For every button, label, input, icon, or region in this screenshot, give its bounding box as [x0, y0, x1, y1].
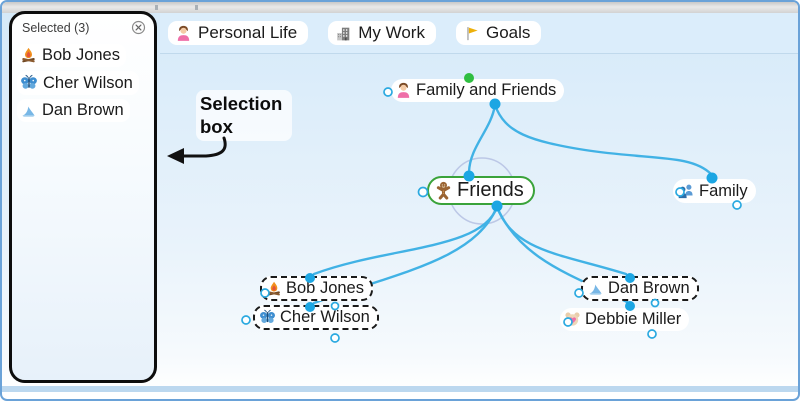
tab-goals[interactable]: Goals	[455, 21, 542, 45]
tab-label: Goals	[485, 23, 531, 42]
tab-label: My Work	[358, 23, 425, 42]
selected-item-label: Bob Jones	[42, 46, 120, 64]
selection-panel-title: Selected (3)	[22, 21, 90, 35]
person-icon	[397, 82, 410, 98]
node-family-and-friends[interactable]: Family and Friends	[391, 79, 565, 102]
gate-ring-debbie-bottom[interactable]	[647, 329, 657, 339]
close-icon[interactable]	[131, 20, 146, 35]
selected-item-cher-wilson[interactable]: Cher Wilson	[17, 71, 139, 95]
building-icon	[337, 27, 350, 40]
gate-dot-family-top[interactable]	[706, 172, 718, 184]
gate-ring-family-left[interactable]	[675, 187, 685, 197]
selected-item-bob-jones[interactable]: Bob Jones	[17, 44, 126, 67]
gate-ring-bob-bottom[interactable]	[330, 301, 340, 311]
shark-fin-icon	[22, 106, 35, 118]
person-icon	[177, 25, 190, 41]
node-label: Friends	[457, 179, 524, 201]
gate-dot-debbie-top[interactable]	[625, 301, 635, 311]
node-label: Family	[699, 181, 748, 200]
gate-dot-bob-top[interactable]	[305, 273, 315, 283]
node-friends[interactable]: Friends	[427, 176, 535, 205]
node-label: Dan Brown	[608, 279, 690, 297]
active-indicator-dot[interactable]	[464, 73, 474, 83]
node-dan-brown[interactable]: Dan Brown	[581, 276, 699, 301]
window-bottom-strip	[2, 386, 798, 392]
node-label: Family and Friends	[416, 81, 557, 99]
node-debbie-miller[interactable]: Debbie Miller	[560, 308, 690, 331]
gate-ring-friends-left[interactable]	[417, 186, 429, 198]
gate-dot-friends-top[interactable]	[463, 170, 475, 182]
gingerbread-icon	[436, 181, 451, 200]
butterfly-icon	[21, 74, 37, 89]
node-label: Cher Wilson	[280, 308, 370, 326]
annotation-selection-box: Selection box	[196, 90, 293, 141]
node-label: Debbie Miller	[585, 310, 682, 328]
tab-my-work[interactable]: My Work	[328, 21, 436, 45]
node-family[interactable]: Family	[673, 179, 756, 203]
butterfly-icon	[260, 309, 275, 323]
node-cher-wilson[interactable]: Cher Wilson	[253, 305, 379, 330]
gate-ring-dan-bottom[interactable]	[650, 298, 660, 308]
selection-panel: Selected (3) Bob Jones	[9, 11, 157, 383]
link-familyfriends-family[interactable]	[493, 103, 713, 176]
annotation-line: Selection	[200, 93, 283, 114]
gate-ring-cher-left[interactable]	[241, 315, 251, 325]
gate-dot-cher-top[interactable]	[305, 302, 315, 312]
gate-dot-friends-bottom[interactable]	[491, 200, 503, 212]
selection-panel-list: Bob Jones Cher Wilson	[17, 44, 149, 122]
gate-ring-family-bottom[interactable]	[732, 200, 742, 210]
drag-handle-tick	[155, 5, 158, 10]
gate-ring-dan-left[interactable]	[574, 288, 584, 298]
gate-dot-dan-top[interactable]	[625, 273, 635, 283]
selected-item-dan-brown[interactable]: Dan Brown	[17, 99, 130, 122]
node-label: Bob Jones	[286, 279, 364, 297]
gate-ring-familyfriends-left[interactable]	[383, 87, 393, 97]
link-familyfriends-friends[interactable]	[467, 103, 497, 174]
annotation-line: box	[200, 116, 233, 137]
selected-item-label: Dan Brown	[42, 101, 124, 119]
tab-label: Personal Life	[198, 23, 298, 42]
selected-item-label: Cher Wilson	[43, 73, 133, 92]
campfire-icon	[22, 47, 35, 63]
tab-personal-life[interactable]: Personal Life	[168, 21, 309, 45]
gate-ring-bob-left[interactable]	[260, 288, 270, 298]
shark-fin-icon	[589, 284, 602, 296]
gate-ring-debbie-left[interactable]	[563, 317, 573, 327]
campfire-icon	[268, 281, 280, 295]
gate-dot-familyfriends-bottom[interactable]	[489, 98, 501, 110]
tab-bar: Personal Life My Work	[160, 13, 798, 54]
annotation-arrow	[167, 136, 227, 164]
flag-icon	[467, 26, 478, 40]
gate-ring-cher-bottom[interactable]	[330, 333, 340, 343]
node-bob-jones[interactable]: Bob Jones	[260, 276, 373, 301]
window-title-strip	[2, 2, 798, 13]
drag-handle-tick	[195, 5, 198, 10]
